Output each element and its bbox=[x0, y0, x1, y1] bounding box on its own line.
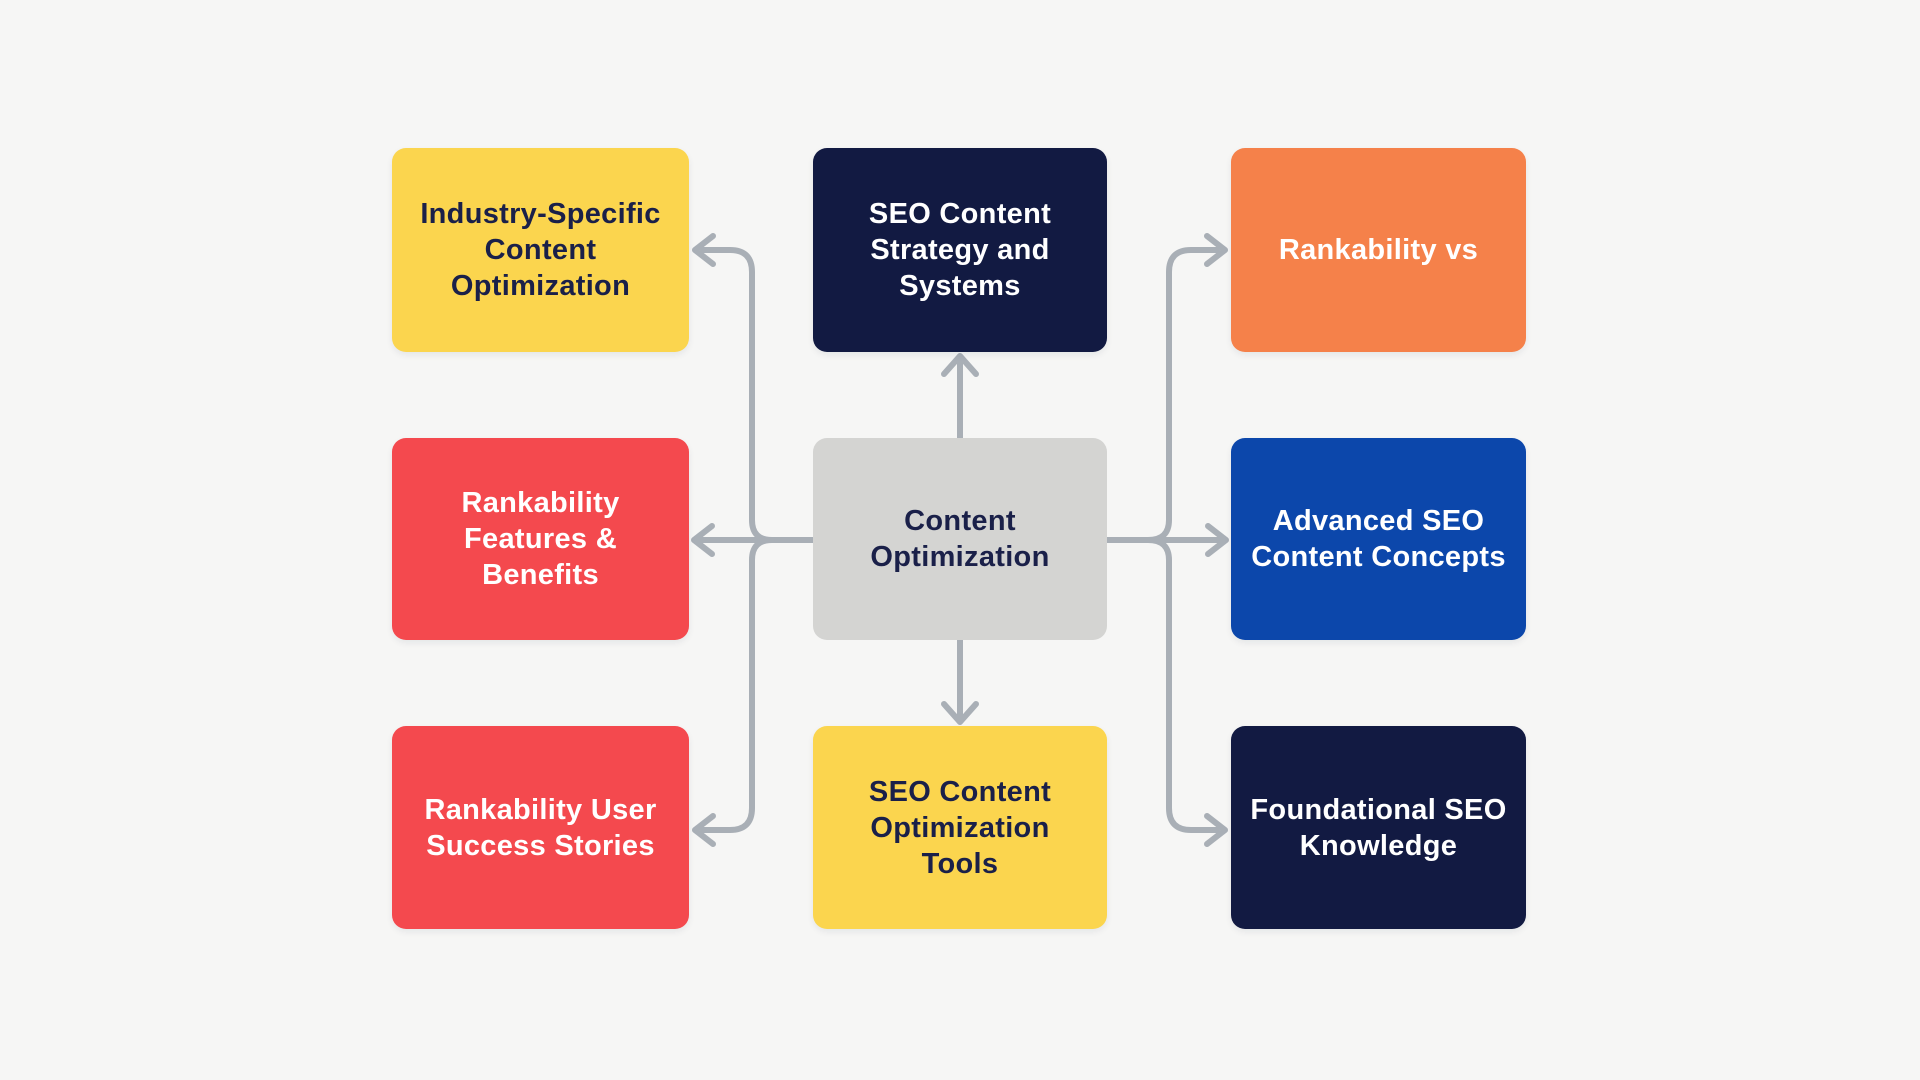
arrowhead-down-icon bbox=[941, 701, 979, 725]
node-label: Advanced SEO Content Concepts bbox=[1251, 505, 1506, 573]
arrowhead-right-icon bbox=[1204, 813, 1228, 847]
connector-center-to-top-right bbox=[1145, 247, 1220, 543]
node-label: Industry-Specific Content Optimization bbox=[420, 198, 661, 302]
arrowhead-right-icon bbox=[1205, 523, 1229, 557]
node-label: Rankability Features & Benefits bbox=[461, 487, 620, 591]
node-advanced-seo-content-concepts: Advanced SEO Content Concepts bbox=[1231, 438, 1526, 640]
node-seo-content-strategy-and-systems: SEO Content Strategy and Systems bbox=[813, 148, 1107, 352]
arrowhead-right-icon bbox=[1204, 233, 1228, 267]
node-content-optimization-center: Content Optimization bbox=[813, 438, 1107, 640]
connector-center-to-bottom-left bbox=[700, 537, 775, 833]
node-foundational-seo-knowledge: Foundational SEO Knowledge bbox=[1231, 726, 1526, 929]
node-rankability-vs: Rankability vs bbox=[1231, 148, 1526, 352]
node-rankability-features-benefits: Rankability Features & Benefits bbox=[392, 438, 689, 640]
arrowhead-left-icon bbox=[691, 523, 715, 557]
arrowhead-left-icon bbox=[692, 813, 716, 847]
node-label: Content Optimization bbox=[870, 505, 1050, 573]
node-industry-specific-content-optimization: Industry-Specific Content Optimization bbox=[392, 148, 689, 352]
node-rankability-user-success-stories: Rankability User Success Stories bbox=[392, 726, 689, 929]
node-label: Rankability User Success Stories bbox=[424, 793, 657, 862]
connectors bbox=[691, 233, 1229, 847]
node-label: Rankability vs bbox=[1278, 234, 1479, 266]
connector-center-to-bottom-right bbox=[1145, 537, 1220, 833]
node-seo-content-optimization-tools: SEO Content Optimization Tools bbox=[813, 726, 1107, 929]
node-label: SEO Content Strategy and Systems bbox=[868, 198, 1052, 302]
connector-center-to-top-left bbox=[700, 247, 775, 543]
arrowhead-up-icon bbox=[941, 353, 979, 377]
node-label: SEO Content Optimization Tools bbox=[868, 775, 1052, 880]
arrowhead-left-icon bbox=[692, 233, 716, 267]
node-label: Foundational SEO Knowledge bbox=[1250, 793, 1507, 862]
